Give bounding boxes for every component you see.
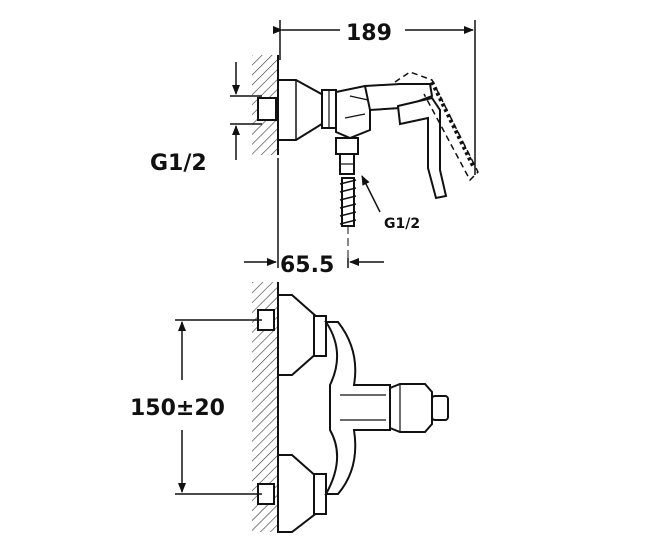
side-view xyxy=(252,55,479,258)
dim-150-label: 150±20 xyxy=(130,396,225,421)
inlet-thread-label: G1/2 xyxy=(150,151,207,176)
inlet-nipple xyxy=(257,97,277,121)
outlet-leader xyxy=(361,175,381,213)
dim-65-5 xyxy=(244,158,384,268)
escutcheon xyxy=(277,79,326,141)
outlet-connector xyxy=(335,137,359,155)
cartridge-housing xyxy=(363,83,434,112)
plan-cartridge xyxy=(389,383,433,433)
upper-escutcheon xyxy=(277,294,319,376)
dim-inlet xyxy=(230,62,262,160)
dim-65-5-label: 65.5 xyxy=(280,253,334,278)
dim-150 xyxy=(175,319,262,495)
plan-body xyxy=(324,321,391,495)
outlet-thread-label: G1/2 xyxy=(384,216,420,232)
plan-lever-end xyxy=(431,395,449,421)
mixer-body xyxy=(335,84,371,140)
outlet-thread xyxy=(341,177,355,227)
dim-189 xyxy=(273,20,476,175)
dim-189-label: 189 xyxy=(346,21,392,46)
lower-escutcheon xyxy=(277,454,319,533)
lever-handle xyxy=(396,96,448,200)
plan-view xyxy=(252,282,449,533)
